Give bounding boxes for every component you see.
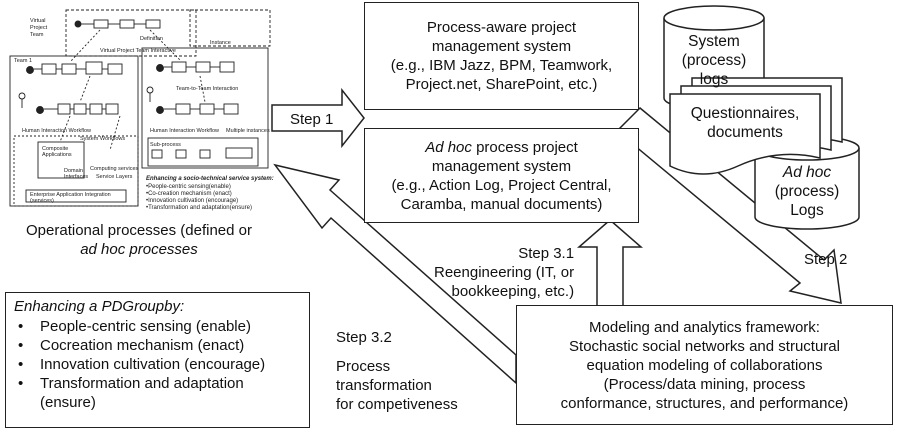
mini-label: (services) bbox=[30, 198, 54, 204]
mini-label: Enterprise Application Integration bbox=[30, 192, 111, 198]
mini-label: Virtual Project Team Interactive bbox=[100, 48, 176, 54]
mini-label: Project bbox=[30, 25, 48, 31]
enhancing-item: Transformation and adaptation bbox=[14, 374, 301, 393]
system-logs-line-3: logs bbox=[699, 71, 729, 88]
modeling-line-1: Modeling and analytics framework: bbox=[589, 318, 820, 336]
mini-diagram-labels: Virtual Project Team Team 1 Virtual Proj… bbox=[14, 18, 270, 204]
adhoc-box-line-4: Caramba, manual documents) bbox=[400, 195, 603, 213]
mini-label: Instance bbox=[210, 40, 231, 46]
mini-label: Team bbox=[30, 32, 44, 38]
system-logs-line-2: (process) bbox=[681, 52, 747, 69]
adhoc-box-line-2: management system bbox=[431, 157, 572, 175]
enhancing-title: Enhancing a PDGroupby: bbox=[14, 298, 185, 315]
step32-line-2: Process bbox=[336, 358, 391, 375]
step32-arrow bbox=[273, 163, 517, 385]
enhancing-list: People-centric sensing (enable) Cocreati… bbox=[14, 317, 301, 412]
mini-label: Virtual bbox=[30, 18, 46, 24]
step31-line-1: Step 3.1 bbox=[518, 245, 575, 262]
step1-arrow bbox=[271, 87, 365, 149]
enhancing-item: People-centric sensing (enable) bbox=[14, 317, 301, 336]
mini-label: Interfaces bbox=[64, 174, 88, 180]
step31-arrow bbox=[576, 219, 644, 307]
mini-label: Multiple instances bbox=[226, 128, 270, 134]
step32-line-4: for competiveness bbox=[336, 396, 458, 413]
process-aware-line-4: Project.net, SharePoint, etc.) bbox=[405, 76, 598, 93]
adhoc-box-line-3: (e.g., Action Log, Project Central, bbox=[391, 176, 612, 194]
mini-diagram-enhancing: Enhancing a socio-technical service syst… bbox=[146, 176, 274, 211]
operational-caption: Operational processes (defined or ad hoc… bbox=[6, 221, 272, 259]
mini-label: Definition bbox=[140, 36, 163, 42]
process-aware-system-box: Process-aware project management system … bbox=[364, 2, 639, 110]
mini-label: Applications bbox=[42, 152, 72, 158]
step1-label: Step 1 bbox=[290, 111, 334, 128]
system-logs-line-1: System bbox=[688, 33, 740, 50]
enhancing-item: Innovation cultivation (encourage) bbox=[14, 355, 301, 374]
step32-line-1: Step 3.2 bbox=[336, 329, 392, 346]
modeling-line-3: equation modeling of collaborations bbox=[586, 356, 823, 374]
mini-label: Service Layers bbox=[96, 174, 133, 180]
step31-line-3: bookkeeping, etc.) bbox=[451, 283, 575, 300]
mini-label: Human Interaction Workflow bbox=[150, 128, 219, 134]
questionnaires-label: Questionnaires, documents bbox=[670, 104, 820, 142]
mini-label: Team-to-Team Interaction bbox=[176, 86, 238, 92]
adhoc-system-box: Ad hoc process project management system… bbox=[364, 128, 639, 223]
modeling-line-4: (Process/data mining, process bbox=[603, 375, 806, 393]
adhoc-logs-line-2: (process) bbox=[774, 183, 840, 200]
step32-label: Step 3.2 Process transformation for comp… bbox=[336, 328, 458, 414]
process-aware-line-3: (e.g., IBM Jazz, BPM, Teamwork, bbox=[390, 57, 613, 74]
enhancing-item: Cocreation mechanism (enact) bbox=[14, 336, 301, 355]
process-aware-line-2: management system bbox=[431, 38, 572, 55]
adhoc-box-line-1: Ad hoc process project bbox=[425, 138, 578, 157]
mini-label: Composite bbox=[42, 146, 68, 152]
step32-line-3: transformation bbox=[336, 377, 432, 394]
mini-label: Team 1 bbox=[14, 58, 32, 64]
mini-label: Human Interaction Workflow bbox=[22, 128, 91, 134]
mini-label: Sub-process bbox=[150, 142, 181, 148]
system-logs-label: System (process) logs bbox=[664, 32, 764, 89]
mini-enhancing-item: •Co-creation mechanism (enact) bbox=[146, 191, 232, 197]
adhoc-logs-italic: Ad hoc bbox=[782, 164, 832, 181]
mini-label: System Workflows bbox=[80, 136, 125, 142]
mini-label: Computing services bbox=[90, 166, 139, 172]
mini-label: Domain bbox=[64, 168, 83, 174]
adhoc-box-line-1-rest: process project bbox=[471, 138, 578, 156]
process-aware-line-1: Process-aware project bbox=[426, 19, 577, 36]
step31-line-2: Reengineering (IT, or bbox=[434, 264, 575, 281]
questionnaires-line-1: Questionnaires, bbox=[690, 105, 800, 122]
mini-enhancing-title: Enhancing a socio-technical service syst… bbox=[146, 176, 274, 182]
operational-caption-line-1: Operational processes (defined or bbox=[26, 222, 252, 239]
mini-enhancing-item: •Innovation cultivation (encourage) bbox=[146, 198, 238, 204]
modeling-framework-box: Modeling and analytics framework: Stocha… bbox=[516, 305, 893, 425]
questionnaires-document-stack bbox=[669, 77, 843, 175]
modeling-line-5: conformance, structures, and performance… bbox=[560, 394, 849, 412]
adhoc-box-italic: Ad hoc bbox=[425, 138, 472, 156]
operational-process-mini-diagram bbox=[9, 9, 271, 207]
operational-caption-line-2: ad hoc processes bbox=[80, 241, 198, 258]
step2-label: Step 2 bbox=[804, 251, 848, 268]
adhoc-logs-line-3: Logs bbox=[790, 202, 824, 219]
adhoc-logs-label: Ad hoc (process) Logs bbox=[755, 163, 859, 220]
mini-enhancing-item: •People-centric sensing(enable) bbox=[146, 184, 231, 190]
step31-label: Step 3.1 Reengineering (IT, or bookkeepi… bbox=[434, 244, 574, 301]
enhancing-item-continuation: (ensure) bbox=[40, 394, 96, 411]
modeling-line-2: Stochastic social networks and structura… bbox=[569, 337, 840, 355]
mini-enhancing-item: •Transformation and adaptation(ensure) bbox=[146, 205, 252, 211]
enhancing-pdgroupby-box: Enhancing a PDGroupby: People-centric se… bbox=[5, 292, 310, 428]
questionnaires-line-2: documents bbox=[707, 124, 783, 141]
